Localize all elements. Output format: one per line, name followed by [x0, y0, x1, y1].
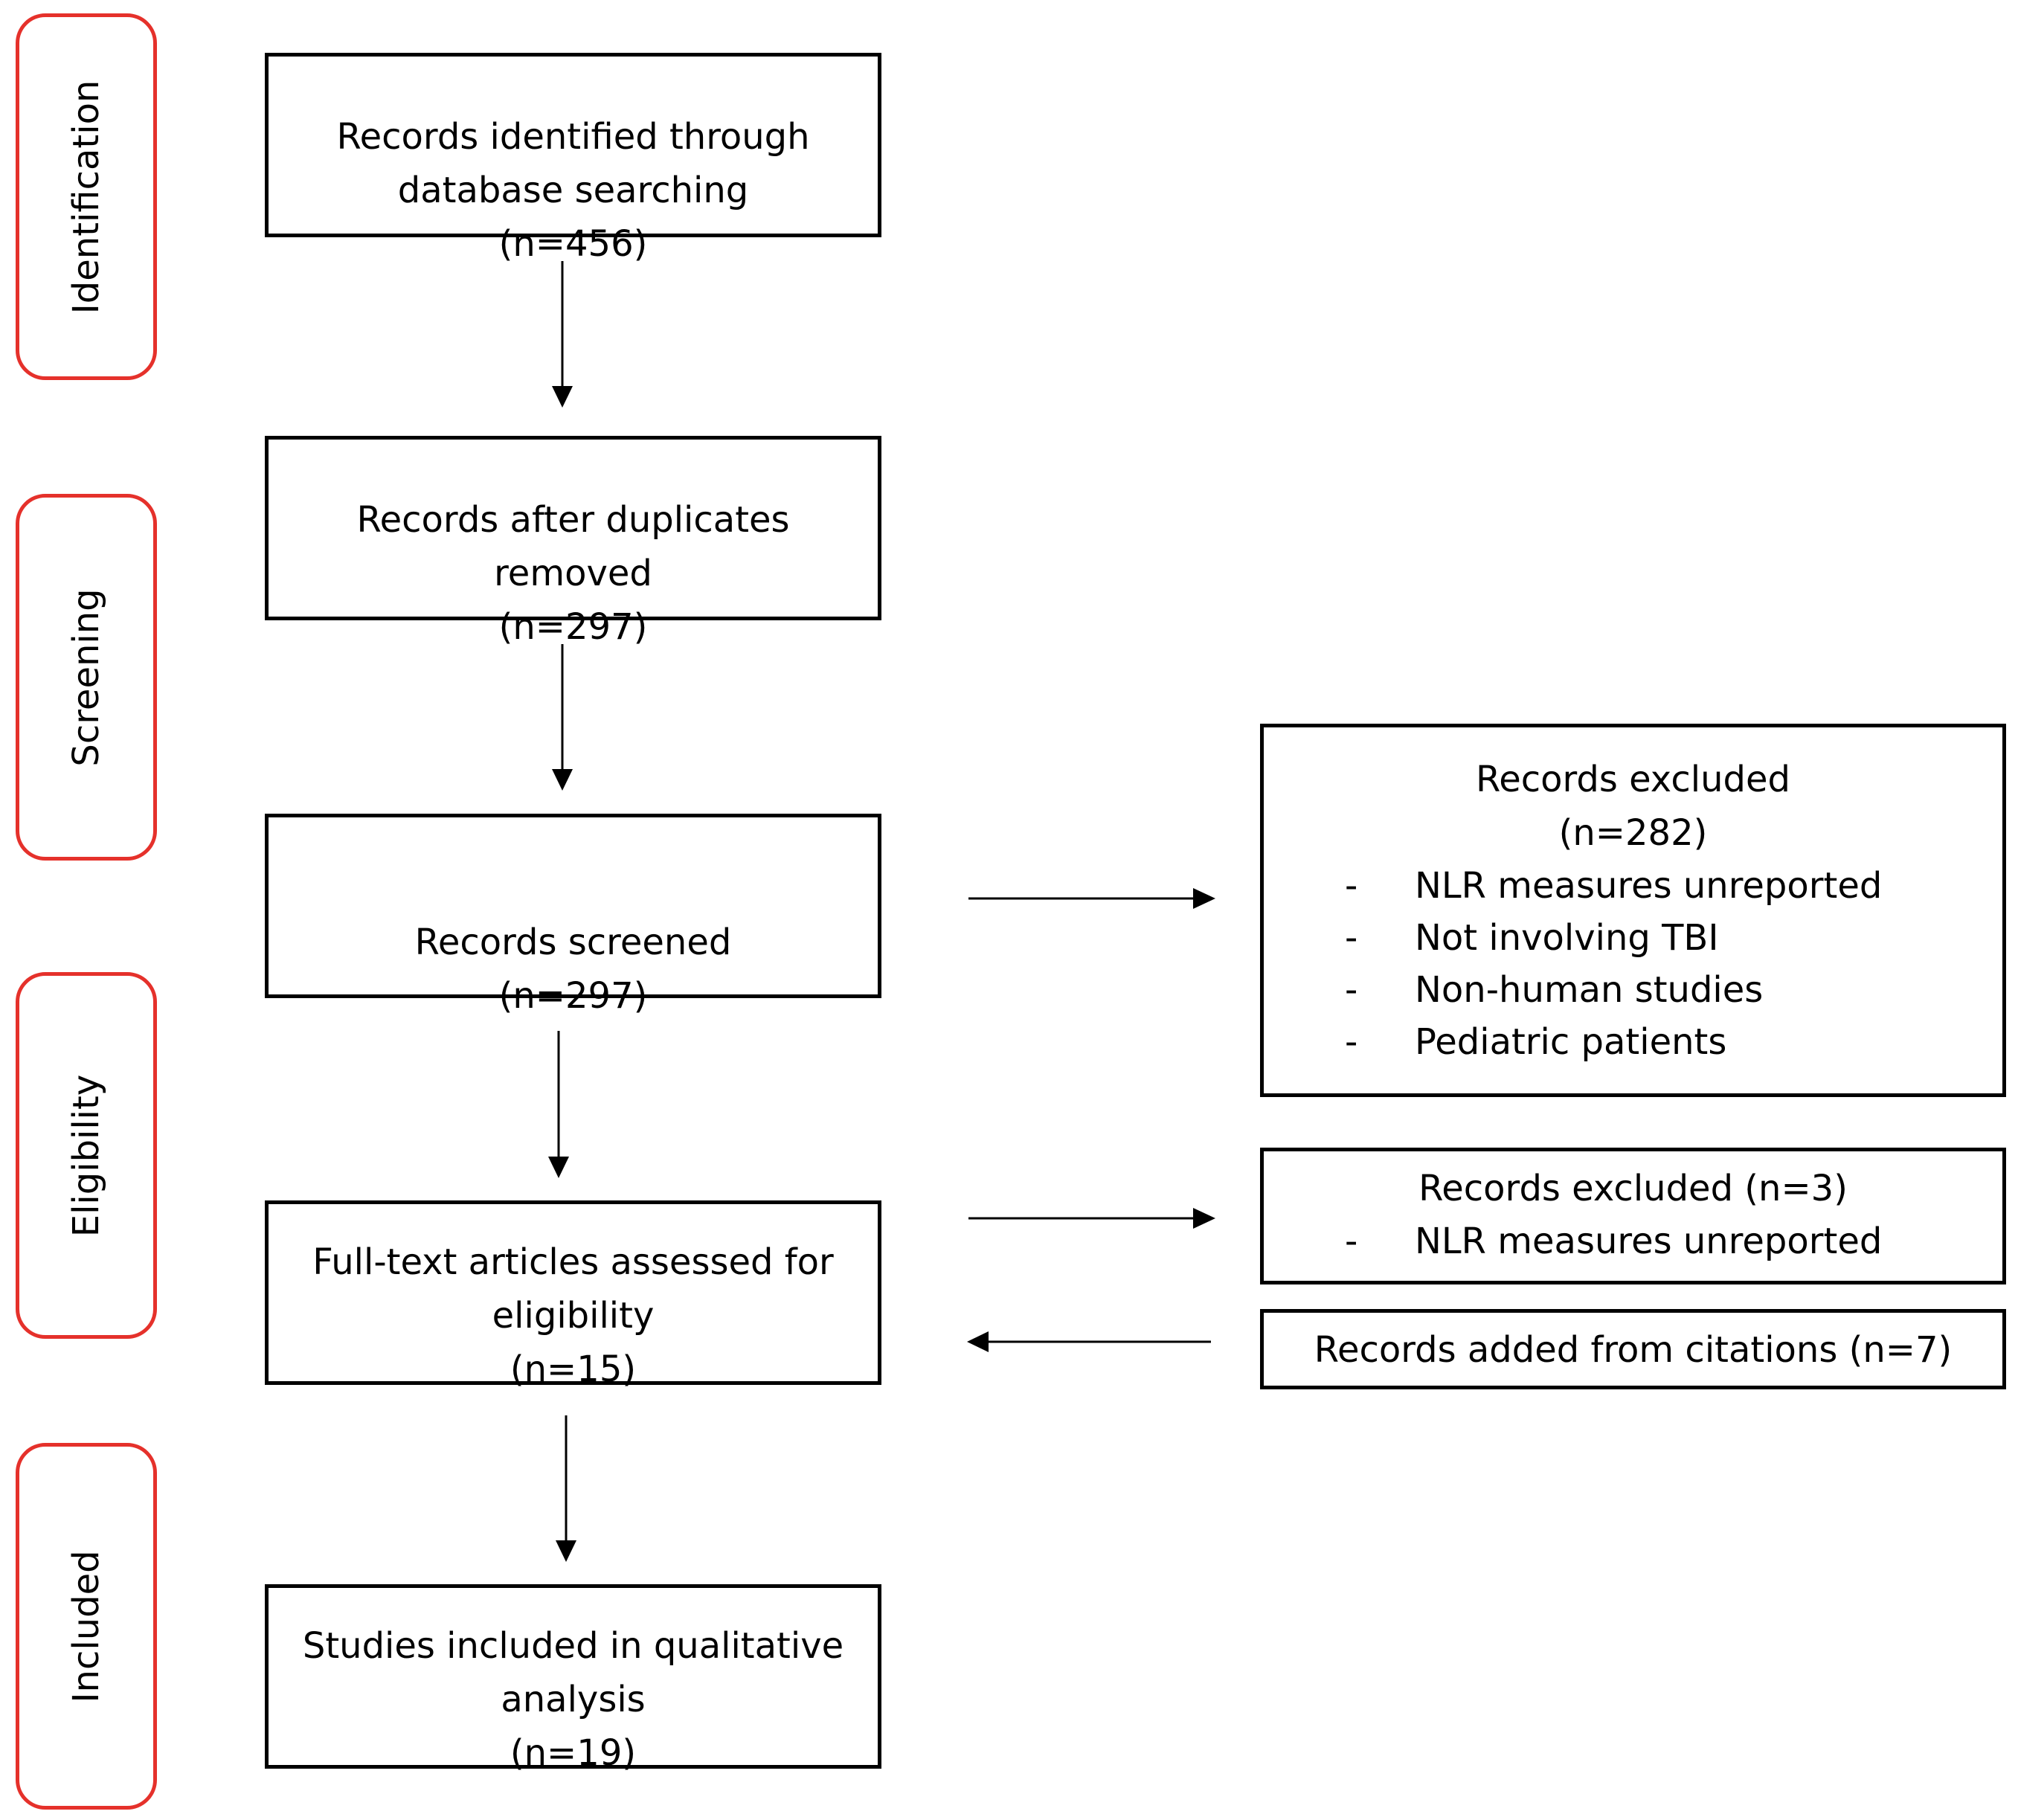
- exclusion-reason-text: Pediatric patients: [1415, 1021, 1727, 1063]
- stage-label-included: Included: [65, 1549, 107, 1703]
- arrowhead: [556, 1540, 576, 1562]
- arrowhead: [1193, 888, 1215, 909]
- exclusion-reasons-list: - NLR measures unreported - Not involvin…: [1264, 860, 2002, 1068]
- stage-included: Included: [16, 1443, 157, 1810]
- records-added-citations-box: Records added from citations (n=7): [1260, 1309, 2006, 1389]
- box-line: removed: [494, 553, 652, 594]
- stage-screening: Screening: [16, 494, 157, 861]
- records-after-duplicates-box: Records after duplicates removed (n=297): [265, 436, 881, 648]
- exclusion-reasons-list: - NLR measures unreported: [1264, 1215, 2002, 1267]
- exclusion-reason: - NLR measures unreported: [1264, 860, 2002, 912]
- bullet-dash: -: [1345, 1221, 1358, 1262]
- box-line: eligibility: [492, 1295, 655, 1337]
- bullet-dash: -: [1345, 1021, 1358, 1063]
- box-line: Records identified through: [336, 116, 810, 158]
- exclusion-reason-text: Non-human studies: [1415, 969, 1764, 1011]
- box-count: (n=282): [1558, 812, 1708, 854]
- arrowhead: [1193, 1208, 1215, 1229]
- box-count: (n=297): [498, 606, 648, 648]
- box-line: Records excluded: [1476, 759, 1790, 800]
- exclusion-reason: - NLR measures unreported: [1264, 1215, 2002, 1267]
- box-count: (n=15): [510, 1348, 637, 1390]
- exclusion-reason-text: Not involving TBI: [1415, 917, 1719, 959]
- full-text-articles-box: Full-text articles assessed for eligibil…: [265, 1200, 881, 1390]
- box-count: (n=456): [498, 223, 648, 265]
- exclusion-reason: - Not involving TBI: [1264, 912, 2002, 964]
- records-excluded-eligibility-box: Records excluded (n=3) - NLR measures un…: [1260, 1148, 2006, 1284]
- stage-label-screening: Screening: [65, 588, 107, 767]
- records-excluded-screening-box: Records excluded (n=282) - NLR measures …: [1260, 724, 2006, 1097]
- arrowhead: [967, 1331, 989, 1352]
- exclusion-reason: - Pediatric patients: [1264, 1016, 2002, 1068]
- stage-label-identification: Identification: [65, 80, 107, 314]
- exclusion-reason-text: NLR measures unreported: [1415, 865, 1883, 907]
- stage-identification: Identification: [16, 13, 157, 380]
- records-identified-box: Records identified through database sear…: [265, 53, 881, 265]
- bullet-dash: -: [1345, 969, 1358, 1011]
- box-line: Records screened: [414, 922, 732, 963]
- box-line: Studies included in qualitative: [302, 1625, 844, 1667]
- bullet-dash: -: [1345, 865, 1358, 907]
- exclusion-reason: - Non-human studies: [1264, 964, 2002, 1016]
- arrowhead: [552, 386, 573, 408]
- box-line: Records excluded (n=3): [1418, 1168, 1848, 1209]
- box-line: analysis: [501, 1679, 646, 1720]
- studies-included-box: Studies included in qualitative analysis…: [265, 1584, 881, 1774]
- box-line: Records added from citations (n=7): [1314, 1329, 1953, 1371]
- box-line: database searching: [397, 170, 749, 211]
- box-count: (n=19): [510, 1732, 637, 1774]
- stage-label-eligibility: Eligibility: [65, 1074, 107, 1237]
- stage-eligibility: Eligibility: [16, 972, 157, 1339]
- records-screened-box: Records screened (n=297): [265, 814, 881, 1017]
- bullet-dash: -: [1345, 917, 1358, 959]
- box-count: (n=297): [498, 975, 648, 1017]
- box-line: Full-text articles assessed for: [312, 1241, 834, 1283]
- box-line: Records after duplicates: [356, 499, 790, 541]
- arrowhead: [548, 1157, 569, 1178]
- exclusion-reason-text: NLR measures unreported: [1415, 1221, 1883, 1262]
- arrowhead: [552, 769, 573, 791]
